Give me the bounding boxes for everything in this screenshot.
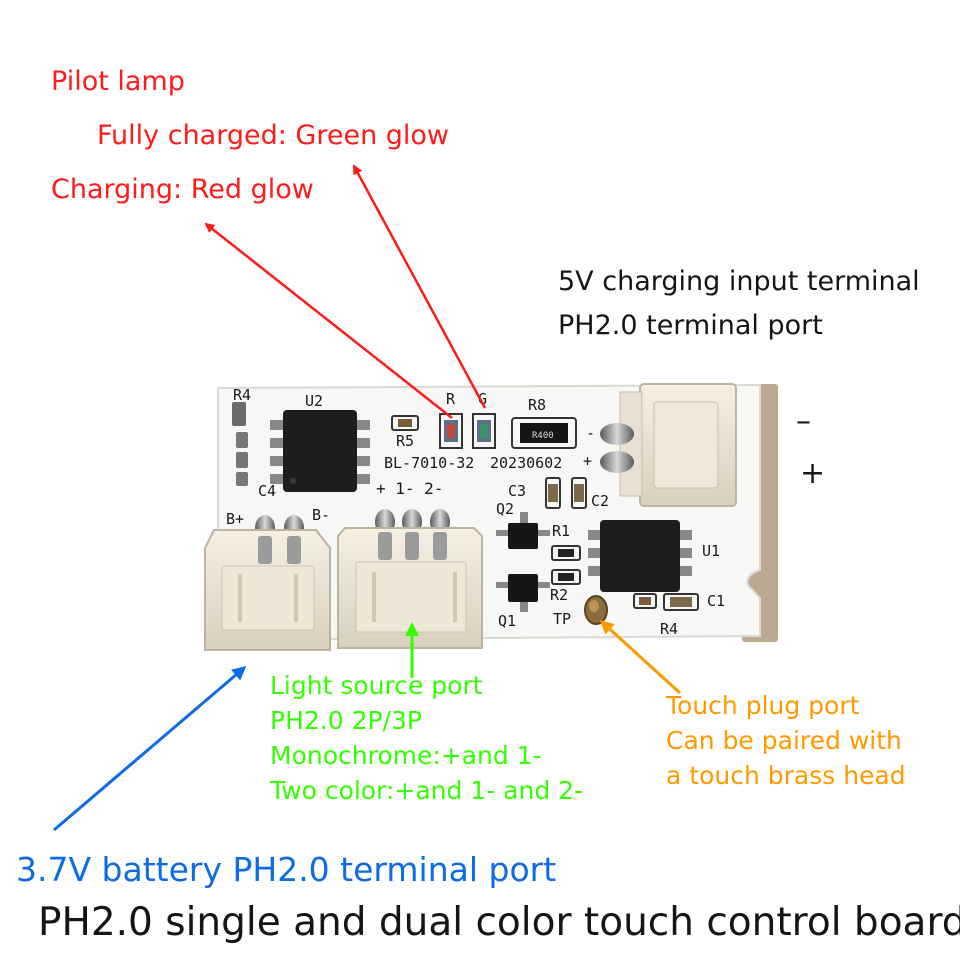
silk-q2: Q2 [496,500,514,518]
resistor-r4-top [232,402,246,426]
transistor-q2 [496,512,550,549]
terminal-plus-sign: + [800,456,826,491]
silk-r5: R5 [396,432,414,450]
silk-r4-top: R4 [233,386,251,404]
charging-input-connector [600,383,737,507]
battery-connector [204,515,331,651]
product-title: PH2.0 single and dual color touch contro… [38,900,960,945]
charging-input-label: 5V charging input terminal [558,266,920,297]
light-source-port-label: Light source port [270,671,483,700]
resistor-r4-bottom [633,593,657,609]
silk-b-plus: B+ [226,510,244,528]
arrow-touch-port [599,619,682,695]
silk-r2: R2 [550,586,568,604]
monochrome-label: Monochrome:+and 1- [270,741,542,770]
resistor-r1 [551,545,581,561]
two-color-label: Two color:+and 1- and 2- [270,776,584,805]
chip-u2 [270,410,370,492]
transistor-q1 [496,574,550,612]
led-green [472,413,496,449]
terminal-minus-sign: – [796,404,811,439]
charging-label: Charging: Red glow [51,174,314,205]
silk-u2: U2 [305,392,323,410]
arrow-battery-port [53,666,247,832]
touch-paired-label: Can be paired with [666,726,902,755]
light-source-connector [337,509,483,649]
silk-c2: C2 [591,492,609,510]
capacitor-c2 [571,477,587,509]
silk-u1: U1 [702,542,720,560]
silk-r1: R1 [552,522,570,540]
resistor-r8 [511,417,577,449]
fully-charged-label: Fully charged: Green glow [97,120,450,151]
silk-g: G [478,390,487,408]
silk-r: R [446,390,456,408]
resistor-r5 [391,415,419,431]
chip-u1 [588,520,692,592]
silk-q1: Q1 [498,612,516,630]
touch-brass-label: a touch brass head [666,761,906,790]
silk-pcb-minus: - [586,424,595,442]
silk-port-signs: + 1- 2- [376,479,443,498]
battery-port-label: 3.7V battery PH2.0 terminal port [16,850,557,889]
silk-c4: C4 [258,482,276,500]
touch-plug-port-label: Touch plug port [666,691,860,720]
silk-c3: C3 [508,482,526,500]
silk-r4-bottom: R4 [660,620,678,638]
silk-tp: TP [553,610,571,628]
input-terminal-port-label: PH2.0 terminal port [558,310,823,341]
capacitor-c3 [545,477,561,509]
capacitor-c1 [663,593,699,611]
silk-pcb-plus: + [583,452,592,470]
silk-r400: R400 [532,431,554,441]
silk-c1: C1 [707,592,725,610]
resistor-r2 [551,569,581,585]
silk-b-minus: B- [312,506,330,524]
pilot-lamp-label: Pilot lamp [51,66,185,97]
led-red [439,413,463,449]
silk-r8: R8 [528,396,546,414]
light-ph-label: PH2.0 2P/3P [270,706,422,735]
silk-model: BL-7010-32 [384,454,474,472]
silk-date: 20230602 [490,454,562,472]
arrow-green-led [352,164,487,409]
arrow-red-led [204,222,453,419]
